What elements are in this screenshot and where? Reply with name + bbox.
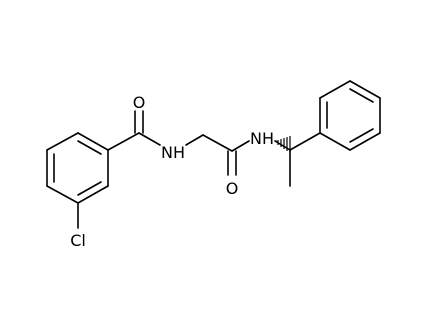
chlorophenyl-ring xyxy=(46,132,109,204)
bond xyxy=(289,132,321,151)
bond xyxy=(185,134,204,146)
bond xyxy=(77,132,109,151)
bond xyxy=(46,185,79,204)
hashed-wedge-bond xyxy=(275,136,291,153)
double-bond-inner xyxy=(77,181,102,196)
atom-n1-label: NH xyxy=(161,143,185,162)
bond xyxy=(138,132,161,146)
bond xyxy=(202,134,233,152)
bond xyxy=(107,132,140,151)
bond xyxy=(231,140,250,152)
atom-o1-label: O xyxy=(133,93,146,112)
bond xyxy=(319,132,351,151)
bond xyxy=(349,132,381,151)
double-bond-inner xyxy=(349,128,374,143)
phenyl-ring xyxy=(319,80,381,151)
bond xyxy=(46,132,79,151)
double-bond-inner xyxy=(77,140,102,155)
atom-cl-label: Cl xyxy=(70,231,86,250)
bond xyxy=(319,80,351,99)
double-bond-inner xyxy=(349,88,374,103)
bond xyxy=(274,140,291,151)
bond xyxy=(77,185,109,204)
atom-n2-label: NH xyxy=(250,129,274,148)
bond xyxy=(349,80,381,99)
atom-o2-label: O xyxy=(226,179,239,198)
